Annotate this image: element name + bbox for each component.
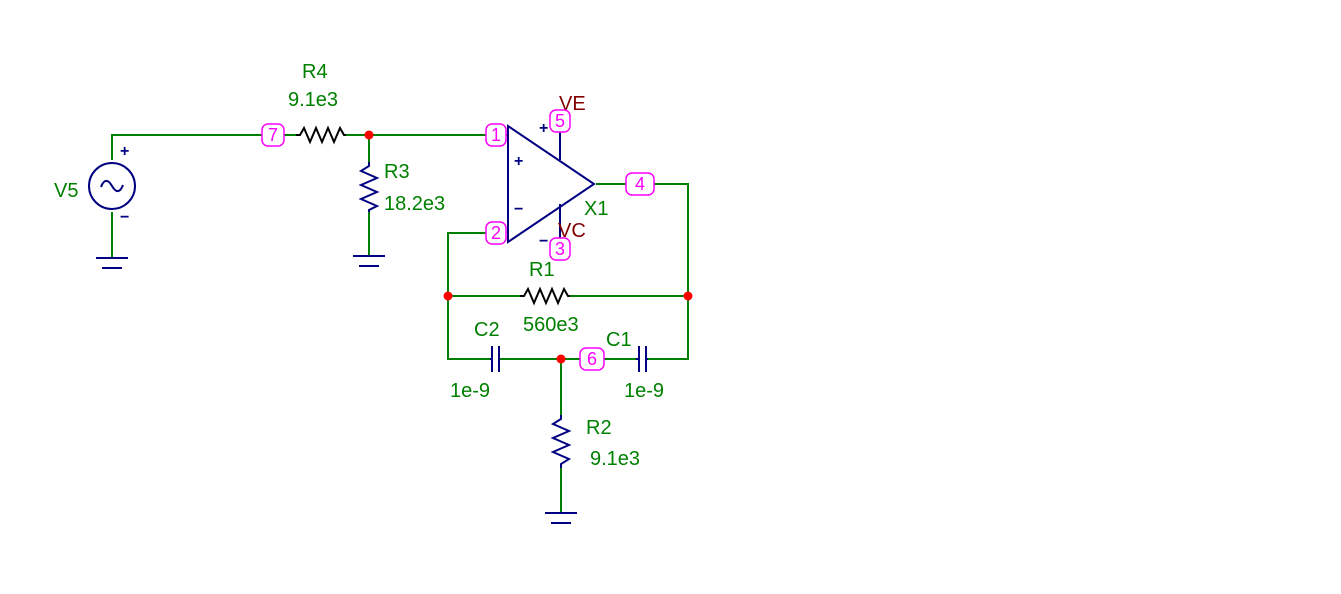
opamp-ve-sign: +	[539, 120, 548, 137]
r3-name: R3	[384, 161, 410, 183]
node-5[interactable]: 5	[549, 109, 571, 133]
junctions	[364, 130, 693, 364]
node-marker	[261, 123, 285, 147]
node-number: 5	[555, 111, 565, 131]
resistor-zigzag-icon	[296, 125, 346, 145]
node-3[interactable]: 3	[549, 237, 571, 261]
resistor-r4[interactable]: R4 9.1e3	[288, 61, 346, 145]
resistor-r2[interactable]: R2 9.1e3	[550, 415, 640, 470]
r2-name: R2	[586, 417, 612, 439]
r1-value: 560e3	[523, 314, 579, 336]
r2-value: 9.1e3	[590, 448, 640, 470]
ground-r2	[545, 512, 577, 524]
source-circle	[88, 162, 136, 210]
node-number: 1	[491, 125, 501, 145]
node-number: 2	[491, 223, 501, 243]
r3-value: 18.2e3	[384, 193, 445, 215]
opamp-noninverting-sign: +	[514, 153, 523, 170]
ground-icon	[353, 255, 385, 267]
c2-name: C2	[474, 319, 500, 341]
r4-value: 9.1e3	[288, 89, 338, 111]
sine-wave-icon	[100, 179, 124, 193]
junction-dot	[683, 291, 693, 301]
node-number: 7	[268, 125, 278, 145]
node-marker	[549, 237, 571, 261]
node-6[interactable]: 6	[579, 347, 605, 371]
junction-dot	[556, 354, 566, 364]
node-marker	[625, 172, 655, 196]
voltage-source-v5[interactable]: + − V5	[54, 143, 136, 226]
node-marker	[485, 221, 507, 245]
opamp-vc-sign: −	[539, 233, 548, 250]
junction-dot	[443, 291, 453, 301]
node-number: 3	[555, 239, 565, 259]
ground-r3	[353, 255, 385, 267]
c1-value: 1e-9	[624, 380, 664, 402]
r4-name: R4	[302, 61, 328, 83]
resistor-r3[interactable]: R3 18.2e3	[358, 161, 445, 215]
capacitor-plates-icon	[490, 346, 500, 372]
node-marker	[579, 347, 605, 371]
r1-name: R1	[529, 259, 555, 281]
v5-plus-sign: +	[120, 143, 129, 160]
ground-icon	[96, 257, 128, 269]
capacitor-c2[interactable]: C2 1e-9	[450, 319, 500, 402]
node-number: 6	[587, 349, 597, 369]
node-number: 4	[635, 174, 645, 194]
node-2[interactable]: 2	[485, 221, 507, 245]
node-7[interactable]: 7	[261, 123, 285, 147]
v5-label: V5	[54, 180, 78, 202]
capacitor-plates-icon	[636, 346, 648, 372]
x1-name: X1	[584, 198, 608, 220]
opamp-inverting-sign: −	[514, 201, 523, 218]
c2-value: 1e-9	[450, 380, 490, 402]
wire-v5-node7	[111, 134, 262, 160]
resistor-r1[interactable]: R1 560e3	[520, 259, 579, 336]
wire-node4-right-rail	[648, 183, 689, 360]
c1-name: C1	[606, 329, 632, 351]
opamp-triangle-icon	[507, 124, 596, 244]
node-marker	[549, 109, 571, 133]
v5-minus-sign: −	[120, 209, 129, 226]
junction-dot	[364, 130, 374, 140]
ground-v5	[96, 257, 128, 269]
resistor-zigzag-icon	[358, 162, 380, 212]
capacitor-c1[interactable]: C1 1e-9	[606, 329, 664, 402]
resistor-zigzag-icon	[550, 415, 572, 468]
node-1[interactable]: 1	[485, 123, 507, 147]
resistor-zigzag-icon	[520, 286, 570, 306]
ground-icon	[545, 512, 577, 524]
node-marker	[485, 123, 507, 147]
node-4[interactable]: 4	[625, 172, 655, 196]
pin-label-vc: VC	[558, 220, 586, 242]
